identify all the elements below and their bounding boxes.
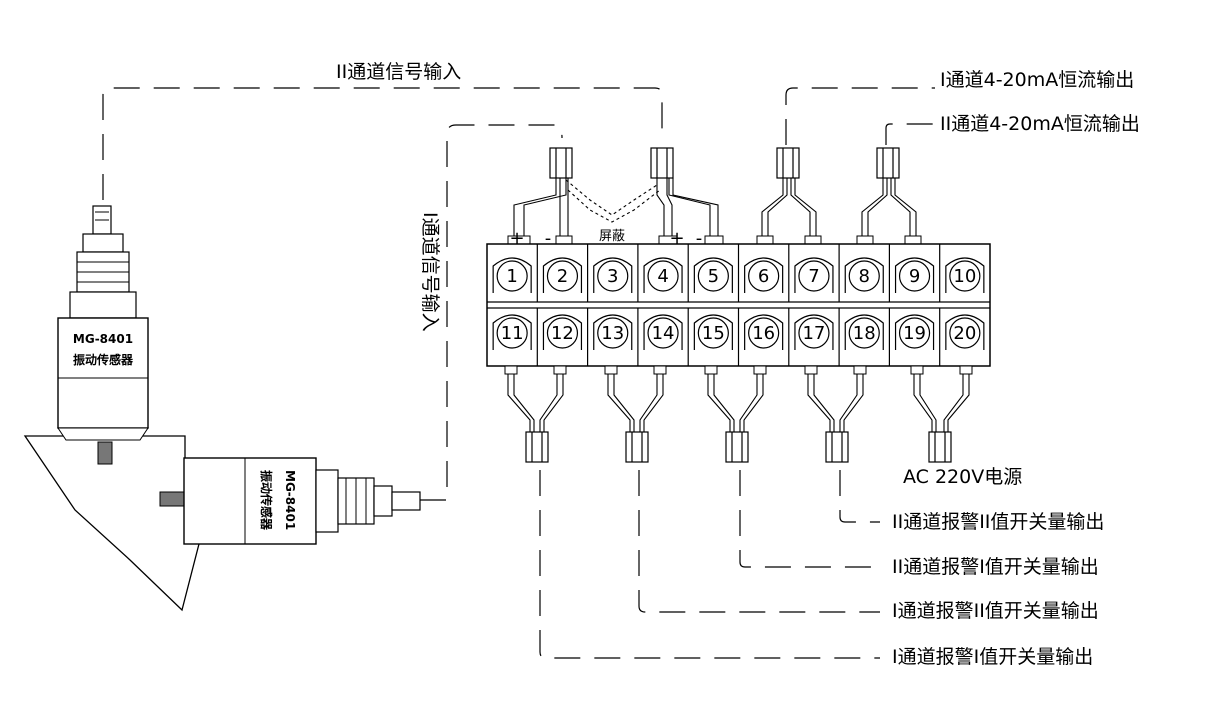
terminal-housing <box>693 257 733 293</box>
terminal-13-screw <box>597 317 629 349</box>
ch1-signal-dashed-route <box>420 124 563 501</box>
terminal-6-label: 6 <box>758 266 769 287</box>
ch1-current-dashed-route <box>785 87 935 145</box>
ch1-alarm-i-label: I通道报警I值开关量输出 <box>892 646 1093 668</box>
terminal-housing <box>693 314 733 350</box>
terminal-housing <box>492 257 532 293</box>
top-cable-glands <box>549 147 900 179</box>
ch1-current-output-label: I通道4-20mA恒流输出 <box>940 69 1134 91</box>
ch2-signal-input-label: II通道信号输入 <box>336 61 461 83</box>
terminal-13-label: 13 <box>601 323 624 344</box>
terminal-16-screw <box>748 317 780 349</box>
ch2-signal-dashed-route <box>102 87 663 200</box>
sensor-name-label: 振动传感器 <box>73 352 134 367</box>
terminal-housing <box>492 314 532 350</box>
terminal-housing <box>593 314 633 350</box>
terminal-5-screw <box>697 260 729 292</box>
polarity-minus-5: - <box>696 228 703 249</box>
terminal-15-label: 15 <box>702 323 725 344</box>
terminal-12-label: 12 <box>551 323 574 344</box>
terminal-16-label: 16 <box>752 323 775 344</box>
terminal-1-label: 1 <box>506 266 517 287</box>
terminal-7-screw <box>798 260 830 292</box>
polarity-minus-2: - <box>545 228 552 249</box>
terminal-9-label: 9 <box>909 266 920 287</box>
terminal-housing <box>744 257 784 293</box>
terminal-20-screw <box>949 317 981 349</box>
bottom-wires <box>507 366 970 432</box>
terminal-housing <box>643 257 683 293</box>
terminal-8-screw <box>848 260 880 292</box>
terminal-6-screw <box>748 260 780 292</box>
terminal-housing <box>844 257 884 293</box>
terminal-4-label: 4 <box>657 266 668 287</box>
ch1-alarm-i-dashed-route <box>539 470 880 659</box>
terminal-housing <box>542 257 583 293</box>
mount-stud-vertical <box>97 441 113 465</box>
sensor-name-label: 振动传感器 <box>259 470 274 531</box>
terminal-18-label: 18 <box>853 323 876 344</box>
terminal-17-screw <box>798 317 830 349</box>
terminal-housing <box>643 314 683 350</box>
ch1-alarm-ii-label: I通道报警II值开关量输出 <box>892 600 1099 622</box>
terminal-20-label: 20 <box>953 323 976 344</box>
sensor-horizontal: MG-8401 振动传感器 <box>183 457 421 545</box>
top-wires <box>513 178 917 236</box>
ch2-alarm-i-dashed-route <box>739 470 880 568</box>
shield-label: 屏蔽 <box>599 229 625 244</box>
bottom-lugs <box>504 365 973 375</box>
terminal-2-screw <box>546 260 579 292</box>
ch1-signal-input-label: I通道信号输入 <box>419 212 441 332</box>
terminal-housing <box>844 314 884 350</box>
sensor-model-label: MG-8401 <box>73 332 133 346</box>
terminal-2-label: 2 <box>557 266 568 287</box>
terminal-housing <box>945 257 985 293</box>
bottom-cable-glands <box>525 431 952 463</box>
terminal-14-screw <box>647 317 679 349</box>
top-lugs <box>507 235 922 245</box>
ch2-current-output-label: II通道4-20mA恒流输出 <box>940 113 1140 135</box>
ch2-alarm-i-label: II通道报警I值开关量输出 <box>892 556 1099 578</box>
terminal-15-screw <box>697 317 729 349</box>
terminal-housing <box>794 257 834 293</box>
ch2-current-dashed-route <box>885 123 936 145</box>
terminal-19-screw <box>898 317 931 349</box>
power-label: AC 220V电源 <box>903 466 1022 488</box>
terminal-housing <box>945 314 985 350</box>
terminal-4-screw <box>647 260 679 292</box>
terminal-housing <box>542 314 583 350</box>
terminal-5-label: 5 <box>708 266 719 287</box>
terminal-7-label: 7 <box>808 266 819 287</box>
terminal-housing <box>593 257 633 293</box>
terminal-17-label: 17 <box>802 323 825 344</box>
terminal-10-label: 10 <box>953 266 976 287</box>
ch1-alarm-ii-dashed-route <box>638 470 880 613</box>
terminal-11-screw <box>496 317 528 349</box>
terminal-9-screw <box>898 260 931 292</box>
terminal-housing <box>794 314 834 350</box>
terminal-housing <box>894 257 935 293</box>
terminal-18-screw <box>848 317 880 349</box>
ch2-alarm-ii-dashed-route <box>839 470 880 523</box>
terminal-3-label: 3 <box>607 266 618 287</box>
terminal-11-label: 11 <box>501 323 524 344</box>
sensor-model-label: MG-8401 <box>283 470 297 530</box>
sensor-vertical: MG-8401 振动传感器 <box>57 205 149 441</box>
mounting-base <box>23 435 201 612</box>
terminal-housing <box>894 314 935 350</box>
terminal-1-screw <box>496 260 528 292</box>
terminal-19-label: 19 <box>903 323 926 344</box>
terminal-3-screw <box>597 260 629 292</box>
terminal-housing <box>744 314 784 350</box>
ch2-alarm-ii-label: II通道报警II值开关量输出 <box>892 511 1104 533</box>
terminal-10-screw <box>949 260 981 292</box>
mount-stud-horizontal <box>159 491 185 507</box>
terminal-12-screw <box>546 317 579 349</box>
terminal-8-label: 8 <box>859 266 870 287</box>
terminal-14-label: 14 <box>652 323 675 344</box>
